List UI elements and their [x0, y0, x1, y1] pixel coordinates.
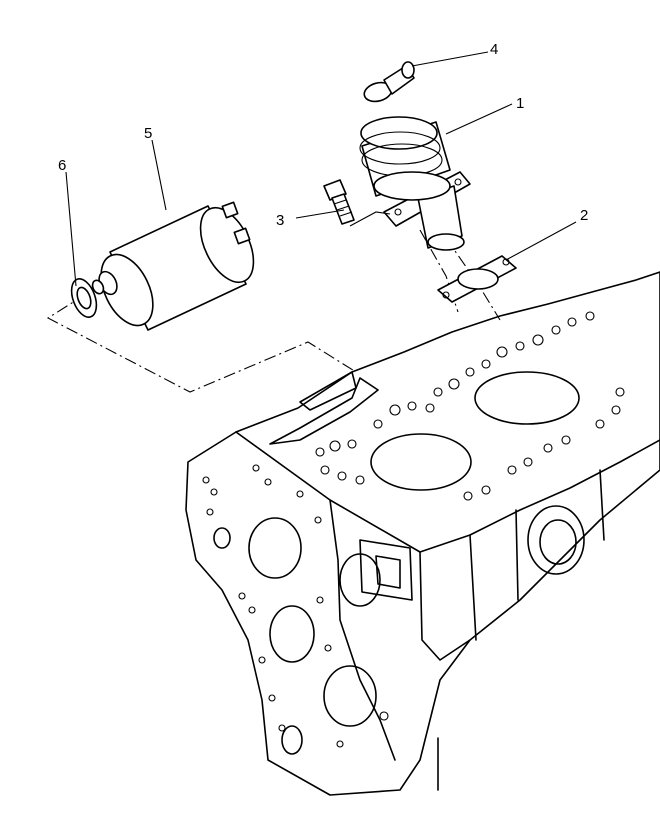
callout-2: 2	[580, 207, 588, 224]
engine-block	[185, 271, 660, 796]
callout-4: 4	[490, 41, 498, 58]
deck-holes	[315, 311, 625, 501]
fitting-part-4	[363, 61, 415, 103]
leader-lines	[65, 51, 577, 287]
callout-6: 6	[58, 157, 66, 174]
gasket-part-2	[437, 255, 517, 303]
solenoid-part-5	[91, 201, 255, 331]
callout-3: 3	[276, 212, 284, 229]
callout-1: 1	[516, 95, 524, 112]
washer-part-6	[70, 278, 98, 318]
front-plate-holes	[202, 464, 389, 748]
callout-5: 5	[144, 125, 152, 142]
housing-part-1	[359, 116, 471, 251]
callout-labels: 1 2 3 4 5 6	[58, 41, 588, 229]
front-plate-bores	[213, 517, 381, 755]
bolt-part-3	[323, 179, 355, 225]
